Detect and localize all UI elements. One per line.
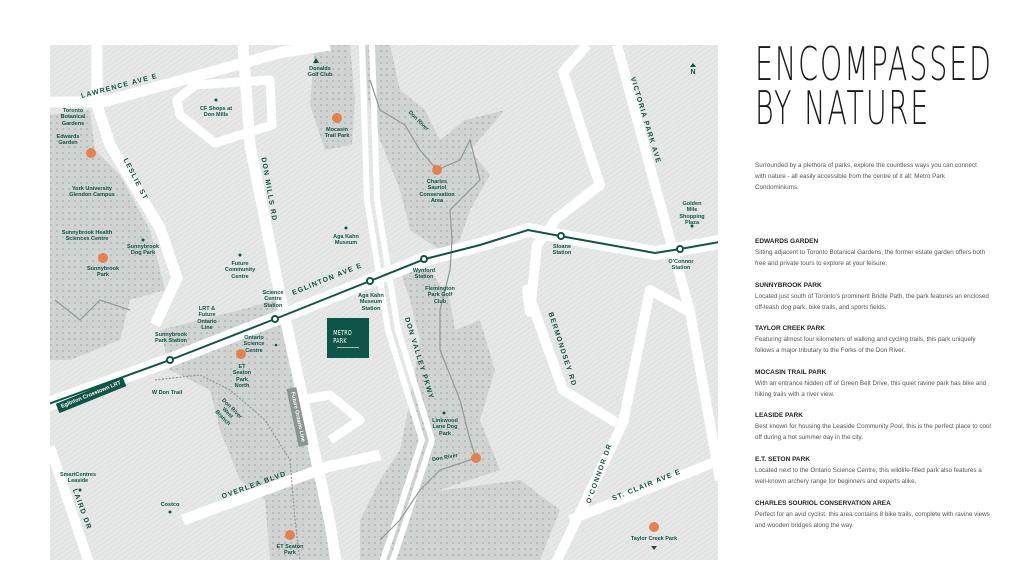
- trails: [54, 79, 481, 560]
- place-golden-mile: Golden Mile Shopping Plaza: [679, 201, 705, 226]
- roads: [50, 45, 718, 560]
- park-markers: [86, 113, 659, 540]
- park-item: LEASIDE PARK Best known for housing the L…: [755, 411, 995, 455]
- place-smartcentres: SmartCentres Leaside: [59, 472, 97, 485]
- poi-dots: [78, 58, 696, 550]
- park-name: E.T. SETON PARK: [755, 455, 811, 463]
- park-item: CHARLES SOURIOL CONSERVATION AREA Perfect…: [755, 499, 995, 543]
- place-fcc: Future Community Centre: [224, 261, 256, 280]
- station-oconnor: O'Connor Station: [668, 259, 694, 272]
- park-desc: Sitting adjacent to Toronto Botanical Ga…: [755, 249, 986, 267]
- lrt-line: [50, 228, 718, 405]
- park-desc: Located next to the Ontario Science Cent…: [755, 466, 982, 485]
- park-desc: Located just south of Toronto's prominen…: [755, 292, 989, 311]
- park-name: SUNNYBROOK PARK: [755, 281, 822, 289]
- park-desc: Perfect for an avid cyclist, this area c…: [755, 510, 990, 529]
- place-shsc: Sunnybrook Health Sciences Centre: [61, 230, 113, 243]
- park-name: LEASIDE PARK: [755, 412, 803, 420]
- place-edwards: Edwards Garden: [56, 134, 80, 147]
- place-lrt-ontario: LRT & Future Ontario Line: [197, 306, 217, 331]
- park-item: E.T. SETON PARK Located next to the Ontar…: [755, 455, 995, 499]
- park-item: EDWARDS GARDEN Sitting adjacent to Toront…: [755, 237, 995, 281]
- title-line-1: ENCOMPASSED: [755, 37, 993, 91]
- park-name: CHARLES SOURIOL CONSERVATION AREA: [755, 499, 891, 507]
- place-york: York University Glendon Campus: [69, 186, 115, 199]
- station-sunnybrook-park: Sunnybrook Park Station: [154, 332, 188, 345]
- place-sunnybrook-park: Sunnybrook Park: [86, 266, 120, 279]
- park-name: TAYLOR CREEK PARK: [755, 325, 825, 333]
- place-w-don-trail: W Don Trail: [151, 390, 183, 396]
- place-mocasin: Mocasin Trail Park: [324, 127, 350, 140]
- place-cfshops: CF Shops at Don Mills: [199, 106, 233, 119]
- page-title: ENCOMPASSED BY NATURE: [755, 37, 993, 135]
- park-desc: With an entrance hidden off of Green Bel…: [755, 379, 987, 398]
- stations: [166, 232, 684, 364]
- park-name: MOCASIN TRAIL PARK: [755, 368, 827, 376]
- park-desc: Best known for housing the Leaside Commu…: [755, 423, 991, 442]
- place-aga: Aga Kahn Museum: [333, 234, 359, 247]
- station-science-centre: Science Centre Station: [262, 290, 284, 309]
- place-flemington: Flemington Park Golf Club: [425, 286, 455, 305]
- place-donalds: Donalds Golf Club: [307, 66, 333, 79]
- logo-text: METRO PARK: [333, 328, 352, 345]
- title-line-2: BY NATURE: [755, 81, 931, 135]
- station-aga-kahn: Aga Kahn Museum Station: [358, 293, 384, 312]
- park-name: EDWARDS GARDEN: [755, 238, 819, 245]
- place-et-seaton: ET Seaton Park: [276, 544, 304, 557]
- metro-park-logo: METRO PARK: [327, 318, 369, 358]
- place-osc: Ontario Science Centre: [243, 335, 265, 354]
- place-sunnybrook-dog: Sunnybrook Dog Park: [126, 244, 160, 257]
- park-item: TAYLOR CREEK PARK Featuring almost four k…: [755, 324, 995, 368]
- place-costco: Costco: [160, 502, 180, 508]
- intro-text: Surrounded by a plethora of parks, explo…: [755, 162, 977, 191]
- park-desc: Featuring almost four kilometers of walk…: [755, 336, 976, 355]
- place-charles-sauriol: Charles Sauriol Conservation Area: [419, 179, 455, 204]
- place-et-north: ET Seaton Park North: [232, 364, 252, 389]
- place-tbg: Toronto Botanical Gardens: [60, 108, 86, 127]
- park-list: EDWARDS GARDEN Sitting adjacent to Toront…: [755, 237, 995, 542]
- station-sloane: Sloane Station: [552, 244, 572, 257]
- north-indicator: N: [690, 69, 696, 76]
- place-taylor-creek: Taylor Creek Park: [630, 536, 678, 542]
- station-wynford: Wynford Station: [412, 268, 436, 281]
- park-item: SUNNYBROOK PARK Located just south of Tor…: [755, 281, 995, 325]
- park-item: MOCASIN TRAIL PARK With an entrance hidde…: [755, 368, 995, 412]
- place-linkwood: Linkwood Lane Dog Park: [432, 418, 458, 437]
